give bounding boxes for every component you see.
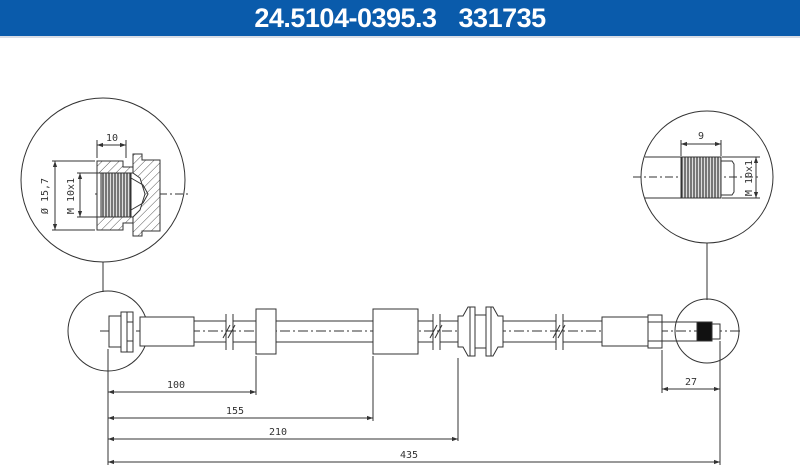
dim-27: 27 xyxy=(685,377,697,388)
left-diameter-dim: Ø 15,7 xyxy=(39,178,51,214)
left-thread-dim: M 10x1 xyxy=(66,178,77,214)
left-width-dim: 10 xyxy=(106,133,118,144)
right-detail-view xyxy=(633,110,774,300)
part-number: 24.5104-0395.3 xyxy=(254,2,437,33)
left-detail-view xyxy=(20,97,190,292)
right-thread-dim: M 10x1 xyxy=(744,160,755,196)
dim-100: 100 xyxy=(167,380,185,391)
dimension-lines xyxy=(107,341,721,465)
dim-210: 210 xyxy=(269,427,287,438)
dim-155: 155 xyxy=(226,406,244,417)
reference-number: 331735 xyxy=(458,2,547,33)
dim-435: 435 xyxy=(400,450,418,461)
header-divider xyxy=(0,36,800,38)
right-width-dim: 9 xyxy=(698,131,704,142)
hose-assembly-main-view xyxy=(67,290,740,372)
title-bar: 24.5104-0395.3 331735 xyxy=(0,0,800,36)
